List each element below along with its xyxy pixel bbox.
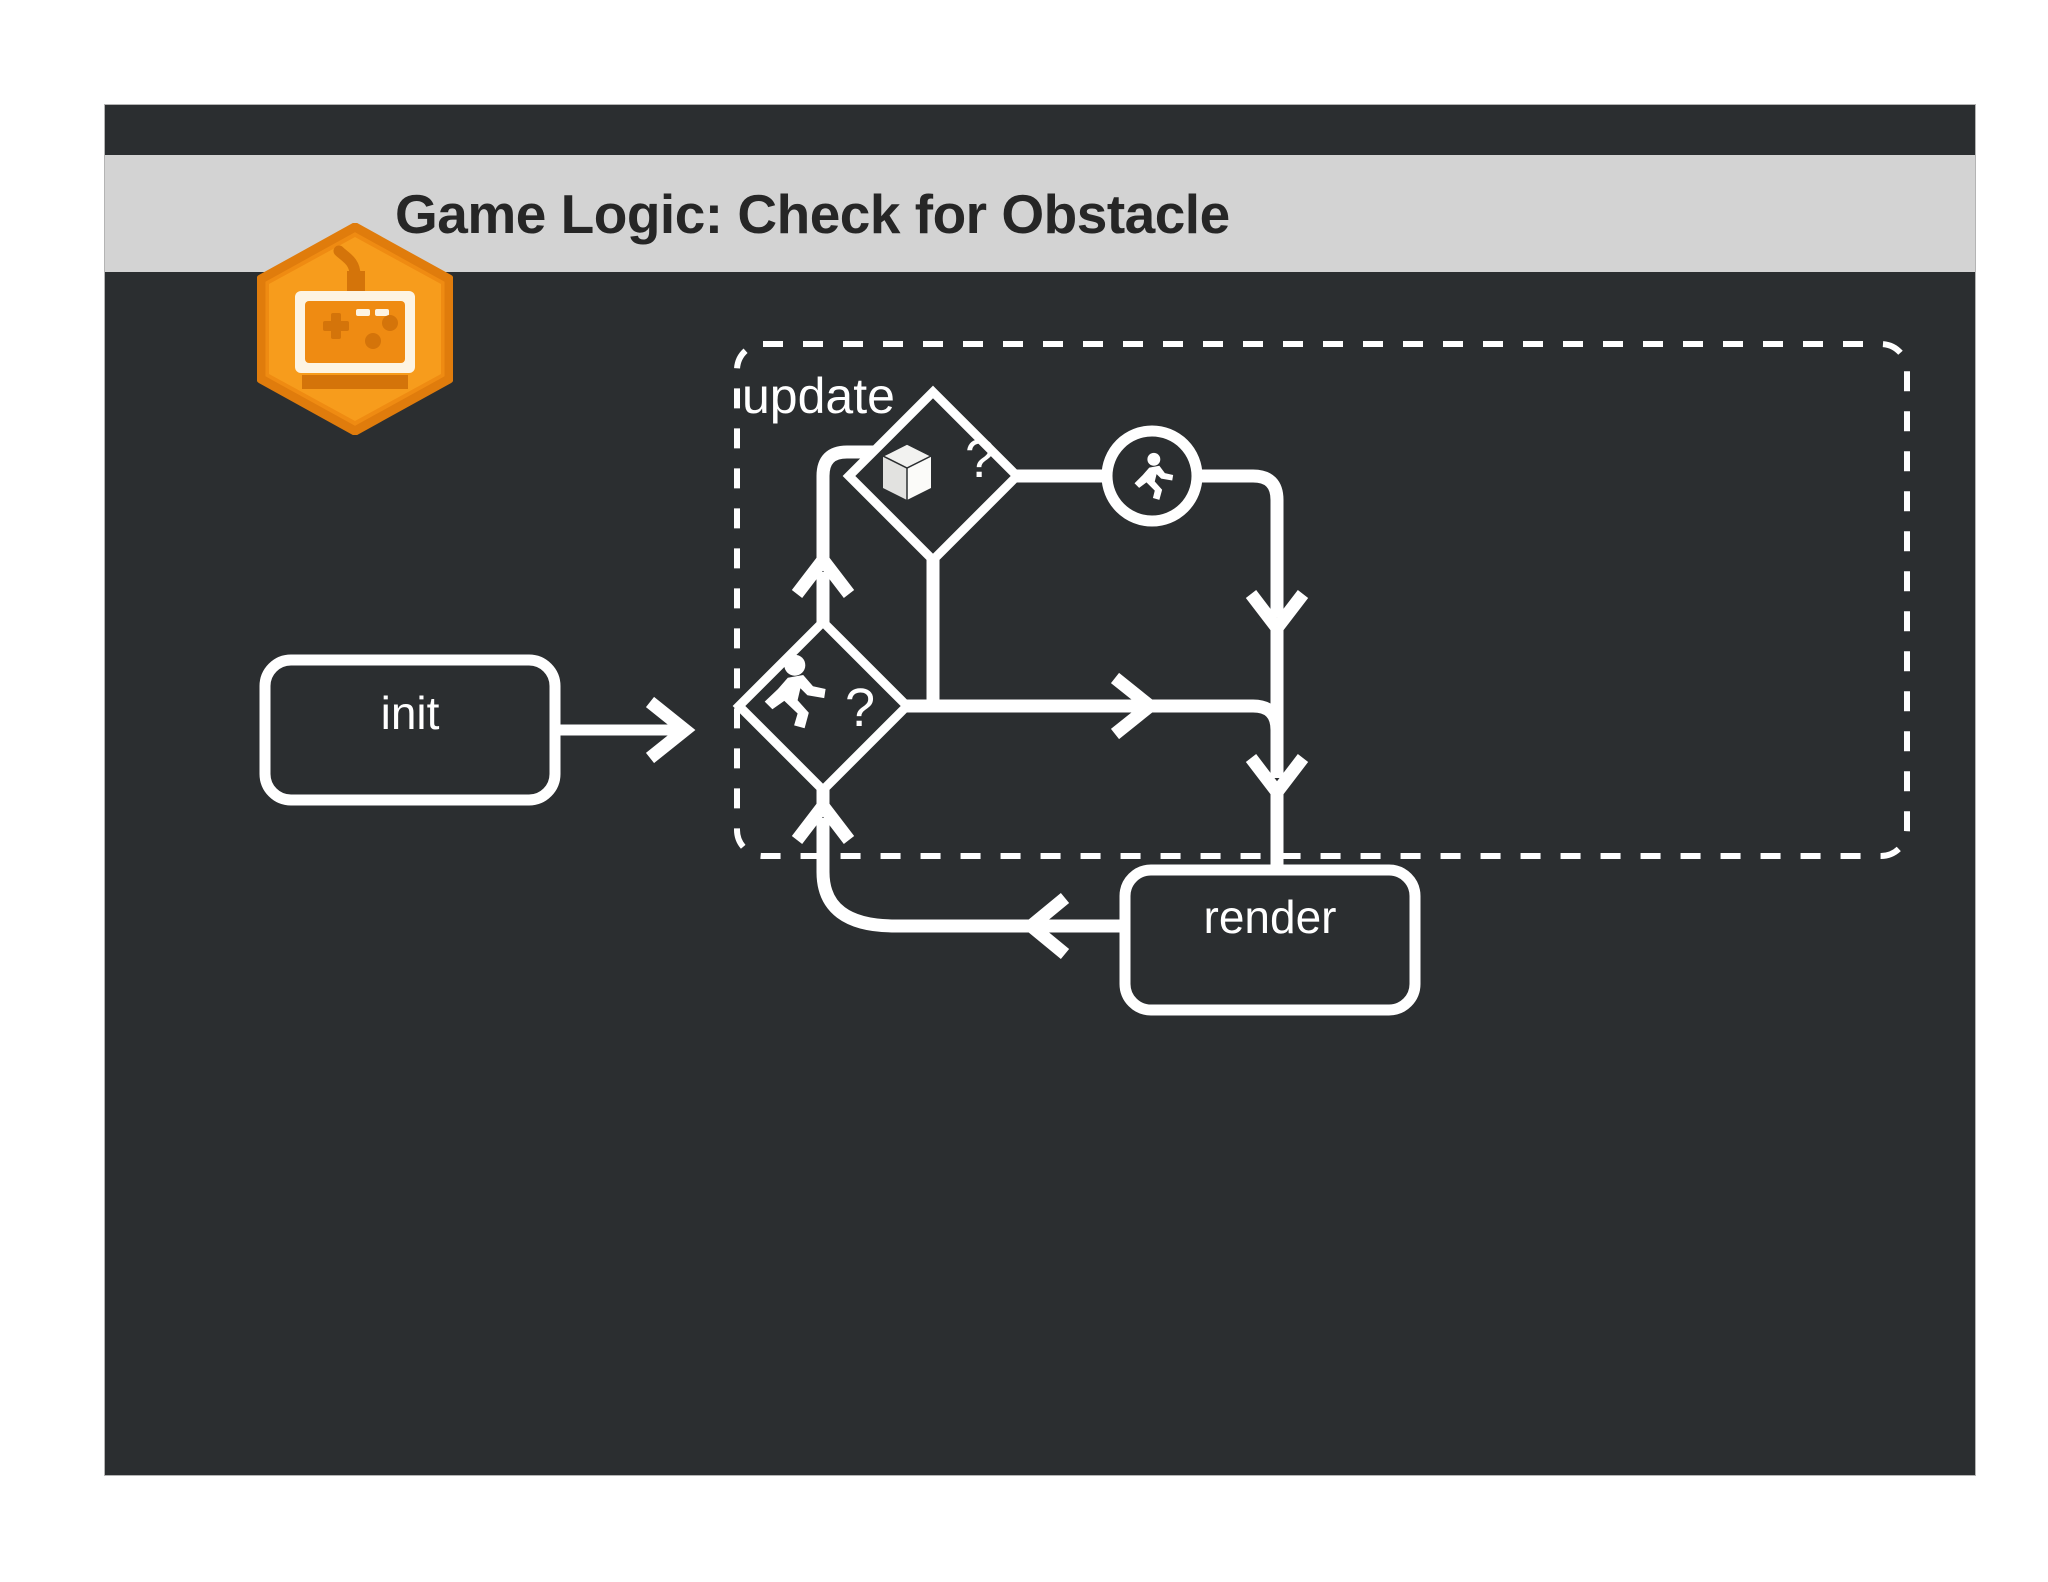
runner-icon <box>1134 452 1174 500</box>
edge-obstacle-to-running-check <box>926 540 1140 713</box>
title-band: Game Logic: Check for Obstacle <box>105 155 1975 272</box>
edge-render-to-runningcheck <box>791 772 1145 960</box>
slide-top-strip <box>105 105 1975 155</box>
page-title: Game Logic: Check for Obstacle <box>395 182 1230 245</box>
node-obstacle-check <box>842 385 1024 567</box>
cube-icon <box>881 443 933 500</box>
node-init <box>259 654 561 806</box>
node-running-check <box>732 615 914 797</box>
edge-runningcheck-to-render <box>875 672 1284 740</box>
edge-run-to-render <box>1197 469 1309 872</box>
diagram-canvas: init update render ? ? <box>105 272 1975 1475</box>
runner-icon <box>764 654 826 729</box>
game-controller-icon <box>257 223 453 435</box>
slide-frame: Game Logic: Check for Obstacle <box>105 105 1975 1475</box>
node-render <box>1119 864 1421 1016</box>
update-group-container <box>734 341 1910 859</box>
diagram-svg <box>259 341 1910 1016</box>
